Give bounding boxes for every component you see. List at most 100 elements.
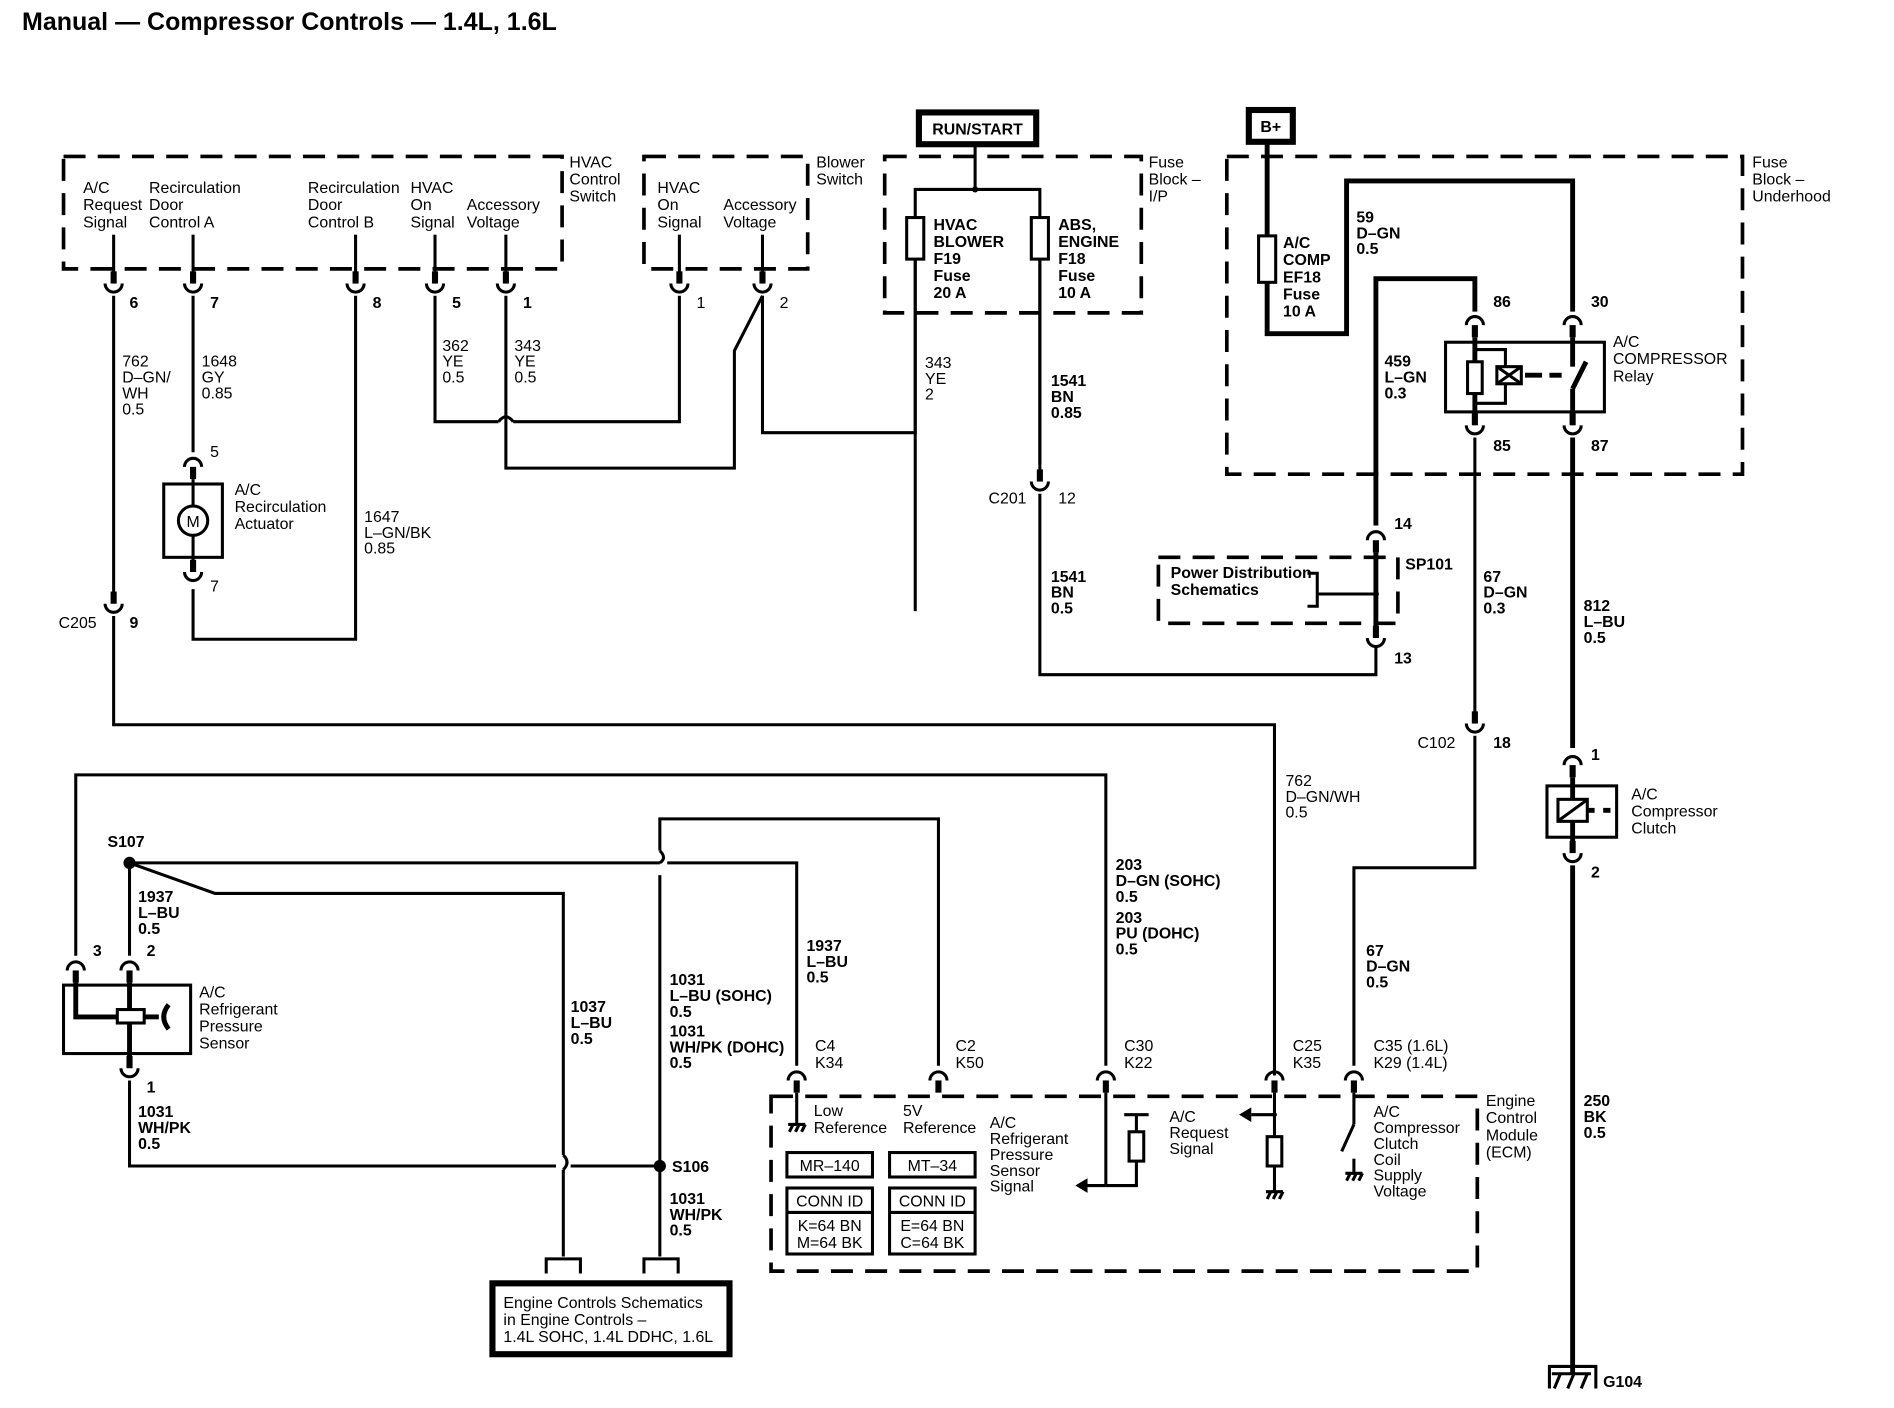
diagram-label: 9 bbox=[130, 615, 139, 632]
diagram-label: 1 bbox=[697, 295, 706, 312]
diagram-label: 8 bbox=[373, 295, 382, 312]
diagram-label: 7 bbox=[210, 295, 219, 312]
diagram-label: 85 bbox=[1493, 438, 1511, 455]
diagram-label: C201 bbox=[989, 491, 1027, 508]
diagram-label: E=64 BN bbox=[900, 1218, 964, 1235]
ground-icon bbox=[1547, 1364, 1598, 1390]
diagram-label: M=64 BK bbox=[797, 1235, 863, 1252]
diagram-label: 5 bbox=[452, 295, 461, 312]
ground-icon bbox=[788, 1122, 807, 1133]
diagram-label: SP101 bbox=[1405, 557, 1453, 574]
engine-controls-reference-box bbox=[489, 1280, 733, 1358]
diagram-label: 1 bbox=[147, 1080, 156, 1097]
resistor-icon bbox=[1466, 360, 1484, 396]
diagram-label: 2 bbox=[147, 943, 156, 960]
diagram-label: 87 bbox=[1591, 438, 1609, 455]
diagram-label: K=64 BN bbox=[798, 1218, 862, 1235]
arrow-icon bbox=[1239, 1107, 1252, 1122]
diagram-label: 1 bbox=[523, 295, 532, 312]
diagram-label: M bbox=[186, 514, 199, 531]
diagram-label: 6 bbox=[130, 295, 139, 312]
diagram-label: 3 bbox=[93, 943, 102, 960]
diagram-label: S106 bbox=[672, 1159, 709, 1176]
page-title: Manual — Compressor Controls — 1.4L, 1.6… bbox=[22, 8, 557, 36]
diagram-label: 2 bbox=[780, 295, 789, 312]
arrow-icon bbox=[1075, 1178, 1088, 1193]
diagram-label: MT–34 bbox=[908, 1158, 958, 1175]
fuse-icon bbox=[905, 216, 926, 261]
ground-icon bbox=[1345, 1171, 1364, 1182]
pullup-resistor-icon bbox=[1127, 1130, 1146, 1163]
diagram-label: CONN ID bbox=[796, 1193, 863, 1210]
ground-icon bbox=[1265, 1190, 1285, 1200]
connector-id-box-2: MT–34 CONN ID E=64 BN C=64 BK bbox=[888, 1151, 977, 1256]
diagram-label: G104 bbox=[1603, 1374, 1642, 1391]
diagram-label: 18 bbox=[1493, 735, 1511, 752]
pulldown-resistor-icon bbox=[1265, 1135, 1284, 1168]
fuse-icon bbox=[1029, 216, 1050, 261]
battery-power-label bbox=[1245, 106, 1296, 145]
diagram-label: B+ bbox=[1260, 119, 1281, 136]
diagram-label: S107 bbox=[108, 834, 145, 851]
diagram-label: 12 bbox=[1058, 491, 1076, 508]
diagram-label: C=64 BK bbox=[900, 1235, 964, 1252]
connector-id-box-1: MR–140 CONN ID K=64 BN M=64 BK bbox=[785, 1151, 874, 1256]
fuse-icon bbox=[1257, 234, 1278, 284]
splice-s106 bbox=[653, 1159, 666, 1173]
diagram-label: 5 bbox=[210, 444, 219, 461]
switch-icon bbox=[1340, 1123, 1356, 1152]
diagram-label: CONN ID bbox=[899, 1193, 966, 1210]
diagram-label: MR–140 bbox=[800, 1158, 860, 1175]
diagram-label: 2 bbox=[1591, 865, 1600, 882]
diagram-label: C102 bbox=[1417, 735, 1455, 752]
